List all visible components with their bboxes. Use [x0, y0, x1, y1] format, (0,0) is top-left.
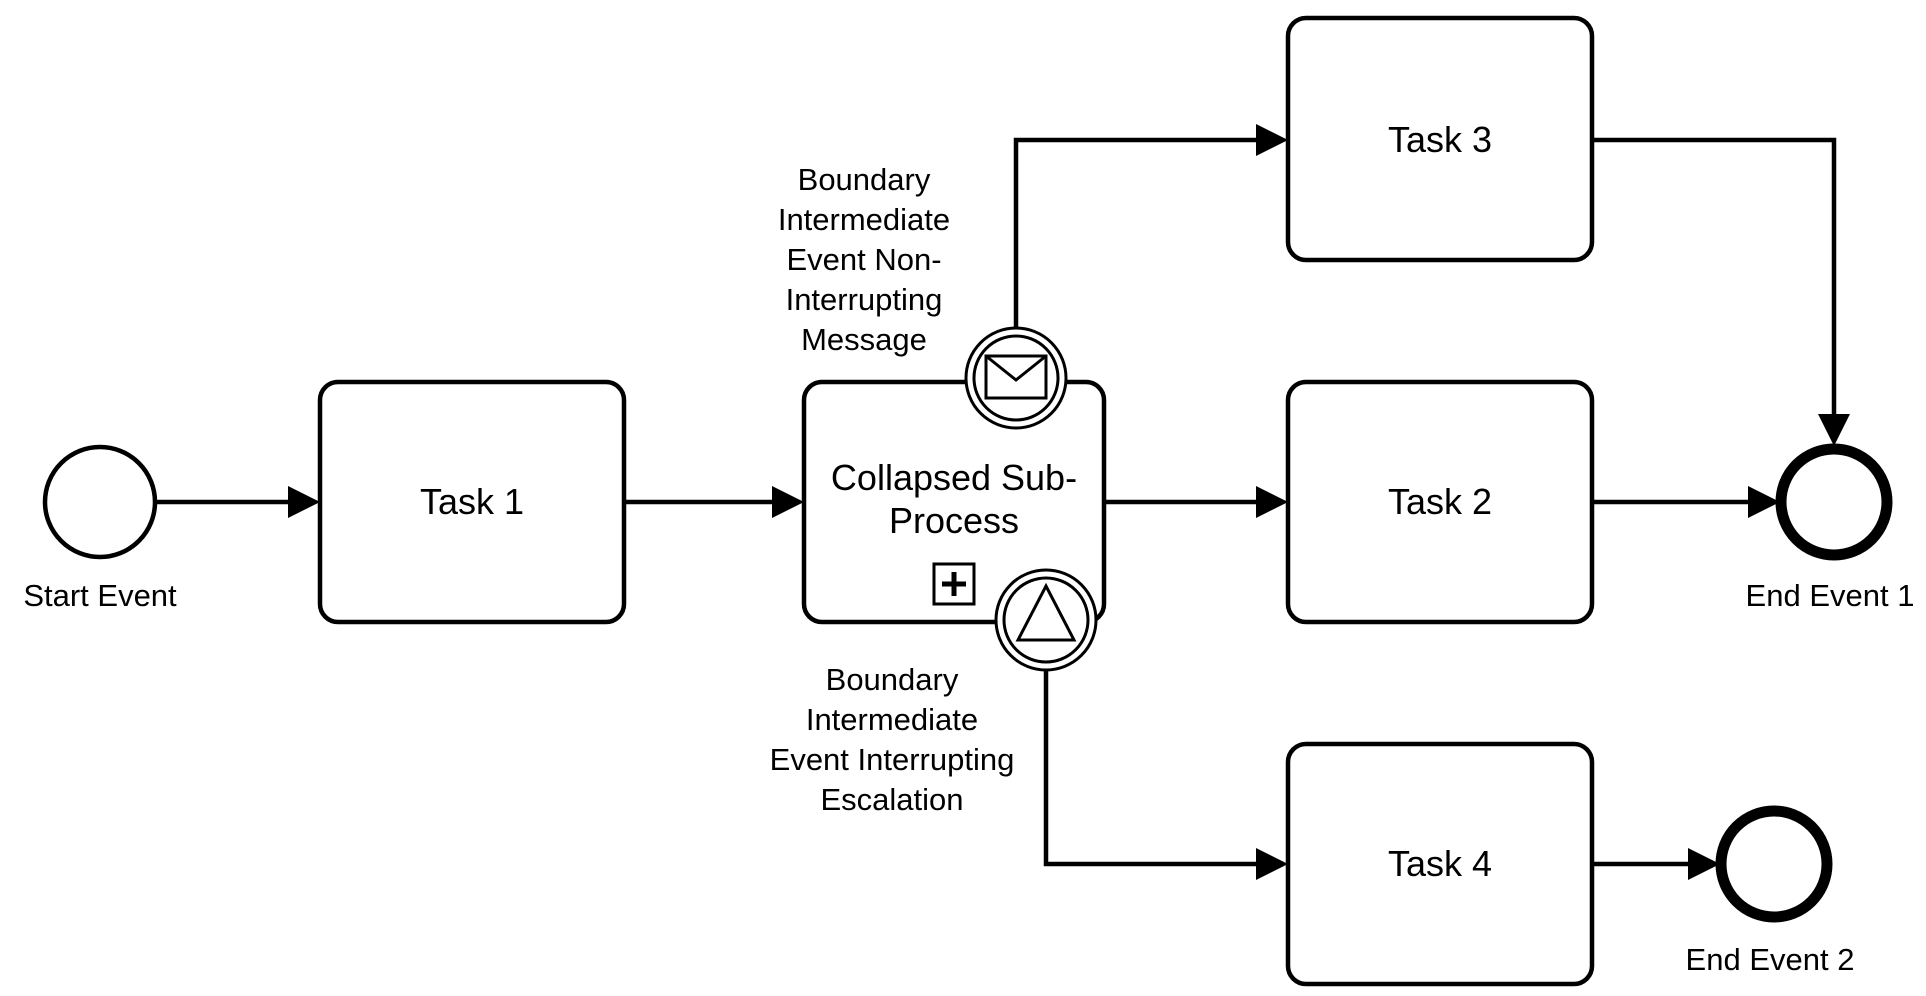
task-4-label: Task 4 — [1388, 843, 1492, 884]
flow-arrow-icon — [1748, 486, 1780, 518]
end-event-1-label: End Event 1 — [1746, 578, 1915, 613]
start-event[interactable]: Start Event — [23, 444, 177, 613]
boundary-event-escalation[interactable] — [994, 568, 1098, 672]
boundary-escalation-label-line-2: Intermediate — [806, 702, 978, 737]
subprocess-label-line1: Collapsed Sub- — [831, 457, 1077, 498]
flow-task3-to-end1[interactable] — [1592, 137, 1837, 422]
flow-arrow-icon — [1256, 486, 1288, 518]
task-1[interactable]: Task 1 — [317, 379, 627, 625]
end-event-2-label: End Event 2 — [1686, 942, 1855, 977]
expand-plus-icon[interactable] — [932, 562, 976, 606]
flow-message-to-task3[interactable] — [1013, 137, 1266, 330]
sequence-flows — [156, 124, 1850, 880]
boundary-message-label-line-1: Boundary — [798, 162, 931, 197]
boundary-message-label-line-3: Event Non- — [786, 242, 941, 277]
boundary-message-label-line-4: Interrupting — [786, 282, 943, 317]
task-3[interactable]: Task 3 — [1285, 15, 1595, 263]
task-4[interactable]: Task 4 — [1285, 741, 1595, 987]
start-event-label: Start Event — [23, 578, 177, 613]
boundary-escalation-label: Boundary Intermediate Event Interrupting… — [770, 662, 1015, 817]
end-event-2[interactable]: End Event 2 — [1686, 805, 1855, 977]
flow-arrow-icon — [1818, 414, 1850, 446]
boundary-escalation-label-line-4: Escalation — [820, 782, 963, 817]
boundary-escalation-label-line-1: Boundary — [826, 662, 959, 697]
end-event-1[interactable]: End Event 1 — [1746, 443, 1915, 613]
boundary-message-label-line-5: Message — [801, 322, 927, 357]
flow-arrow-icon — [288, 486, 320, 518]
boundary-event-message[interactable] — [964, 326, 1068, 430]
flow-arrow-icon — [1256, 124, 1288, 156]
task-1-label: Task 1 — [420, 481, 524, 522]
flow-arrow-icon — [772, 486, 804, 518]
task-3-label: Task 3 — [1388, 119, 1492, 160]
flow-arrow-icon — [1688, 848, 1720, 880]
task-2[interactable]: Task 2 — [1285, 379, 1595, 625]
escalation-triangle-icon — [1015, 582, 1077, 642]
envelope-icon — [984, 354, 1048, 400]
boundary-message-label: Boundary Intermediate Event Non- Interru… — [778, 162, 950, 357]
flow-arrow-icon — [1256, 848, 1288, 880]
boundary-message-label-line-2: Intermediate — [778, 202, 950, 237]
flow-escalation-to-task4[interactable] — [1043, 670, 1266, 867]
boundary-escalation-label-line-3: Event Interrupting — [770, 742, 1015, 777]
subprocess-label-line2: Process — [889, 500, 1019, 541]
task-2-label: Task 2 — [1388, 481, 1492, 522]
collapsed-subprocess[interactable]: Collapsed Sub- Process — [801, 379, 1107, 625]
